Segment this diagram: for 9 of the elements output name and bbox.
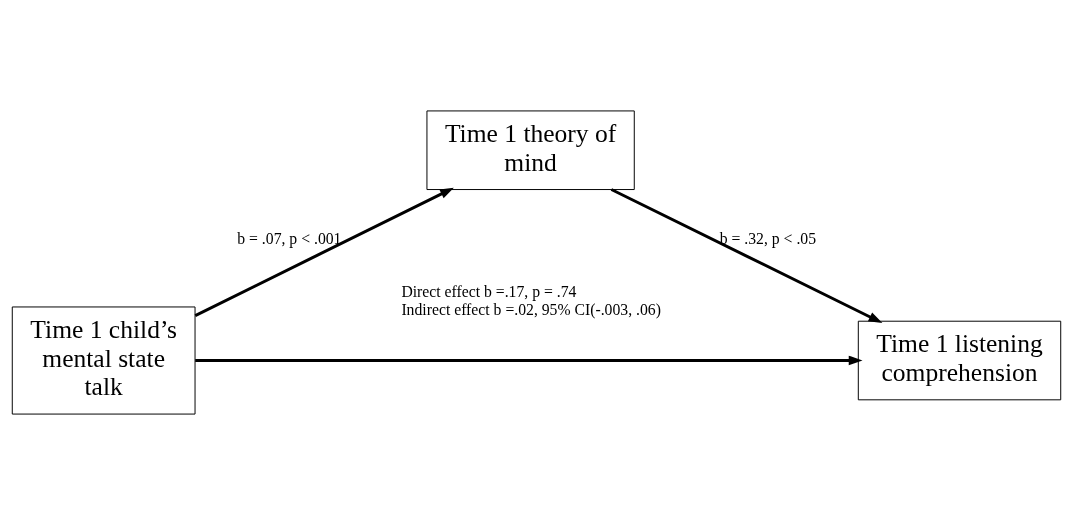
arrow: [195, 355, 863, 365]
node-box: Time 1 theory of mind: [426, 109, 635, 190]
arrow: [194, 187, 454, 317]
node-box: Time 1 child’s mental state talk: [11, 305, 196, 415]
label: Indirect effect b =.02, 95% CI(-.003, .06): [401, 300, 661, 318]
node-box: Time 1 listening comprehension: [857, 320, 1062, 400]
edge-label: b = .07, p < .001: [237, 229, 342, 247]
arrow: [610, 187, 883, 323]
label: Direct effect b =.17, p = .74: [401, 282, 577, 300]
